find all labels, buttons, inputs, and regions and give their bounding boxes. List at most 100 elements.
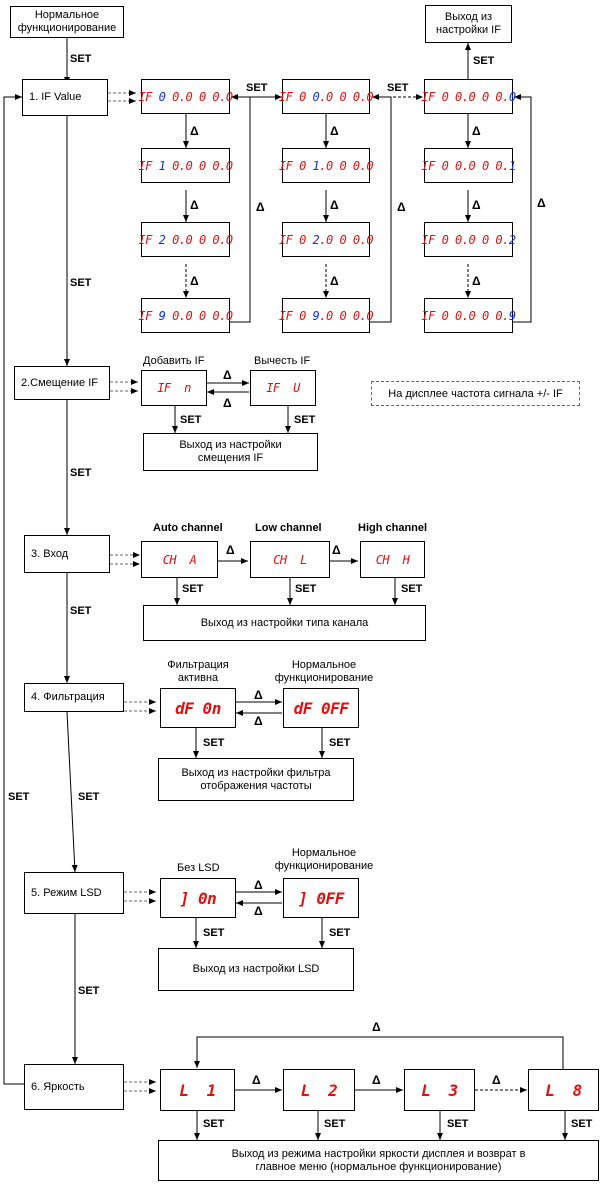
- digit-group: IF 0 0.0 0 0.: [421, 89, 509, 104]
- filter-on-label: Фильтрация активна: [167, 659, 229, 684]
- if-value-display: IF 1 0.0 0 0.0: [138, 148, 233, 183]
- delta-label: Δ: [332, 543, 341, 557]
- lsd-off-display: ] 0FF: [283, 878, 359, 918]
- set-label: SET: [447, 1118, 469, 1130]
- delta-label: Δ: [372, 1020, 381, 1034]
- set-label: SET: [70, 467, 92, 479]
- offset-note: На дисплее частота сигнала +/- IF: [371, 381, 580, 406]
- active-digit: 0: [312, 89, 320, 104]
- input-low-display: CH L: [250, 541, 330, 578]
- if-value-display: IF 0 0.0 0 0.0: [421, 79, 516, 114]
- set-label: SET: [70, 277, 92, 289]
- offset-add-display: IF n: [141, 370, 207, 406]
- active-digit: 9: [312, 308, 320, 323]
- input-auto-display: CH A: [141, 541, 218, 578]
- digit-group: IF: [138, 158, 159, 173]
- filter-off-display: dF 0FF: [283, 688, 359, 728]
- menu-filter: 4. Фильтрация: [24, 683, 124, 712]
- offset-sub-display: IF U: [250, 370, 316, 406]
- active-digit: 9: [158, 308, 166, 323]
- input-low-label: Low channel: [255, 522, 322, 534]
- delta-label: Δ: [254, 904, 263, 918]
- set-label: SET: [203, 1118, 225, 1130]
- delta-label: Δ: [190, 124, 199, 138]
- digit-group: .0 0 0.0: [319, 308, 374, 323]
- digit-group: 0.0 0 0.0: [165, 308, 233, 323]
- delta-label: Δ: [492, 1073, 501, 1087]
- input-exit-label: Выход из настройки типа канала: [200, 616, 369, 629]
- if-value-exit-box: Выход из настройки IF: [425, 5, 512, 43]
- set-label: SET: [329, 737, 351, 749]
- delta-label: Δ: [252, 1073, 261, 1087]
- offset-note-label: На дисплее частота сигнала +/- IF: [388, 387, 563, 400]
- digit-group: .0 0 0.0: [319, 89, 374, 104]
- digit-group: IF 0: [278, 89, 313, 104]
- if-value-display: IF 0 9.0 0 0.0: [278, 298, 374, 333]
- input-high-label: High channel: [358, 522, 428, 534]
- set-label: SET: [182, 583, 204, 595]
- menu-input-label: 3. Вход: [31, 547, 69, 560]
- digit-group: .0 0 0.0: [319, 232, 374, 247]
- set-label: SET: [571, 1118, 593, 1130]
- menu-filter-label: 4. Фильтрация: [31, 691, 105, 703]
- set-label: SET: [246, 82, 268, 94]
- delta-label: Δ: [256, 200, 265, 214]
- brightness-level-display: L 8: [528, 1069, 599, 1111]
- filter-on-display: dF 0n: [160, 688, 236, 728]
- digit-group: IF 0 0.0 0 0.: [421, 158, 509, 173]
- digit-group: IF 0: [278, 308, 313, 323]
- brightness-level-display: L 1: [160, 1069, 235, 1111]
- delta-label: Δ: [397, 200, 406, 214]
- delta-label: Δ: [472, 198, 481, 212]
- brightness-exit-box: Выход из режима настройки яркости диспле…: [158, 1140, 599, 1181]
- lsd-exit-label: Выход из настройки LSD: [192, 963, 320, 975]
- delta-label: Δ: [190, 198, 199, 212]
- lsd-off-label: Нормальное функционирование: [274, 847, 374, 872]
- lsd-exit-box: Выход из настройки LSD: [158, 948, 354, 991]
- active-digit: 1: [312, 158, 320, 173]
- set-label: SET: [70, 53, 92, 65]
- digit-group: 0.0 0 0.0: [165, 89, 233, 104]
- set-label: SET: [324, 1118, 346, 1130]
- active-digit: 0: [158, 89, 166, 104]
- set-label: SET: [473, 55, 495, 67]
- delta-label: Δ: [190, 274, 199, 288]
- delta-label: Δ: [472, 124, 481, 138]
- delta-label: Δ: [330, 198, 339, 212]
- delta-label: Δ: [254, 878, 263, 892]
- active-digit: 9: [508, 308, 516, 323]
- active-digit: 2: [158, 232, 166, 247]
- set-label: SET: [78, 985, 100, 997]
- set-label: SET: [70, 605, 92, 617]
- if-value-exit-label: Выход из настройки IF: [436, 11, 501, 36]
- digit-group: IF 0 0.0 0 0.: [421, 308, 509, 323]
- input-high-display: CH H: [360, 541, 425, 578]
- if-value-display: IF 2 0.0 0 0.0: [138, 222, 233, 257]
- menu-input: 3. Вход: [24, 535, 110, 573]
- menu-brightness-label: 6. Яркость: [31, 1080, 85, 1093]
- delta-label: Δ: [226, 543, 235, 557]
- input-auto-label: Auto channel: [153, 522, 223, 534]
- if-value-display: IF 0 0.0 0 0.9: [421, 298, 516, 333]
- brightness-exit-label: Выход из режима настройки яркости диспле…: [231, 1147, 526, 1173]
- if-value-display: IF 0 0.0 0 0.0: [278, 79, 374, 114]
- delta-label: Δ: [254, 714, 263, 728]
- menu-if-value: 1. IF Value: [22, 79, 108, 116]
- digit-group: 0.0 0 0.0: [165, 158, 233, 173]
- digit-group: IF: [138, 89, 159, 104]
- offset-exit-label: Выход из настройки смещения IF: [179, 439, 282, 464]
- filter-exit-label: Выход из настройки фильтра отображения ч…: [181, 766, 331, 792]
- set-label: SET: [329, 927, 351, 939]
- input-exit-box: Выход из настройки типа канала: [143, 605, 426, 641]
- brightness-level-display: L 3: [404, 1069, 475, 1111]
- digit-group: IF: [138, 308, 159, 323]
- digit-group: IF 0: [278, 158, 313, 173]
- start-box: Нормальное функционирование: [10, 6, 124, 38]
- if-value-display: IF 0 2.0 0 0.0: [279, 222, 374, 257]
- active-digit: 2: [312, 232, 320, 247]
- active-digit: 1: [508, 158, 516, 173]
- brightness-level-display: L 2: [283, 1069, 355, 1111]
- set-label: SET: [180, 414, 202, 426]
- offset-sub-label: Вычесть IF: [254, 355, 311, 367]
